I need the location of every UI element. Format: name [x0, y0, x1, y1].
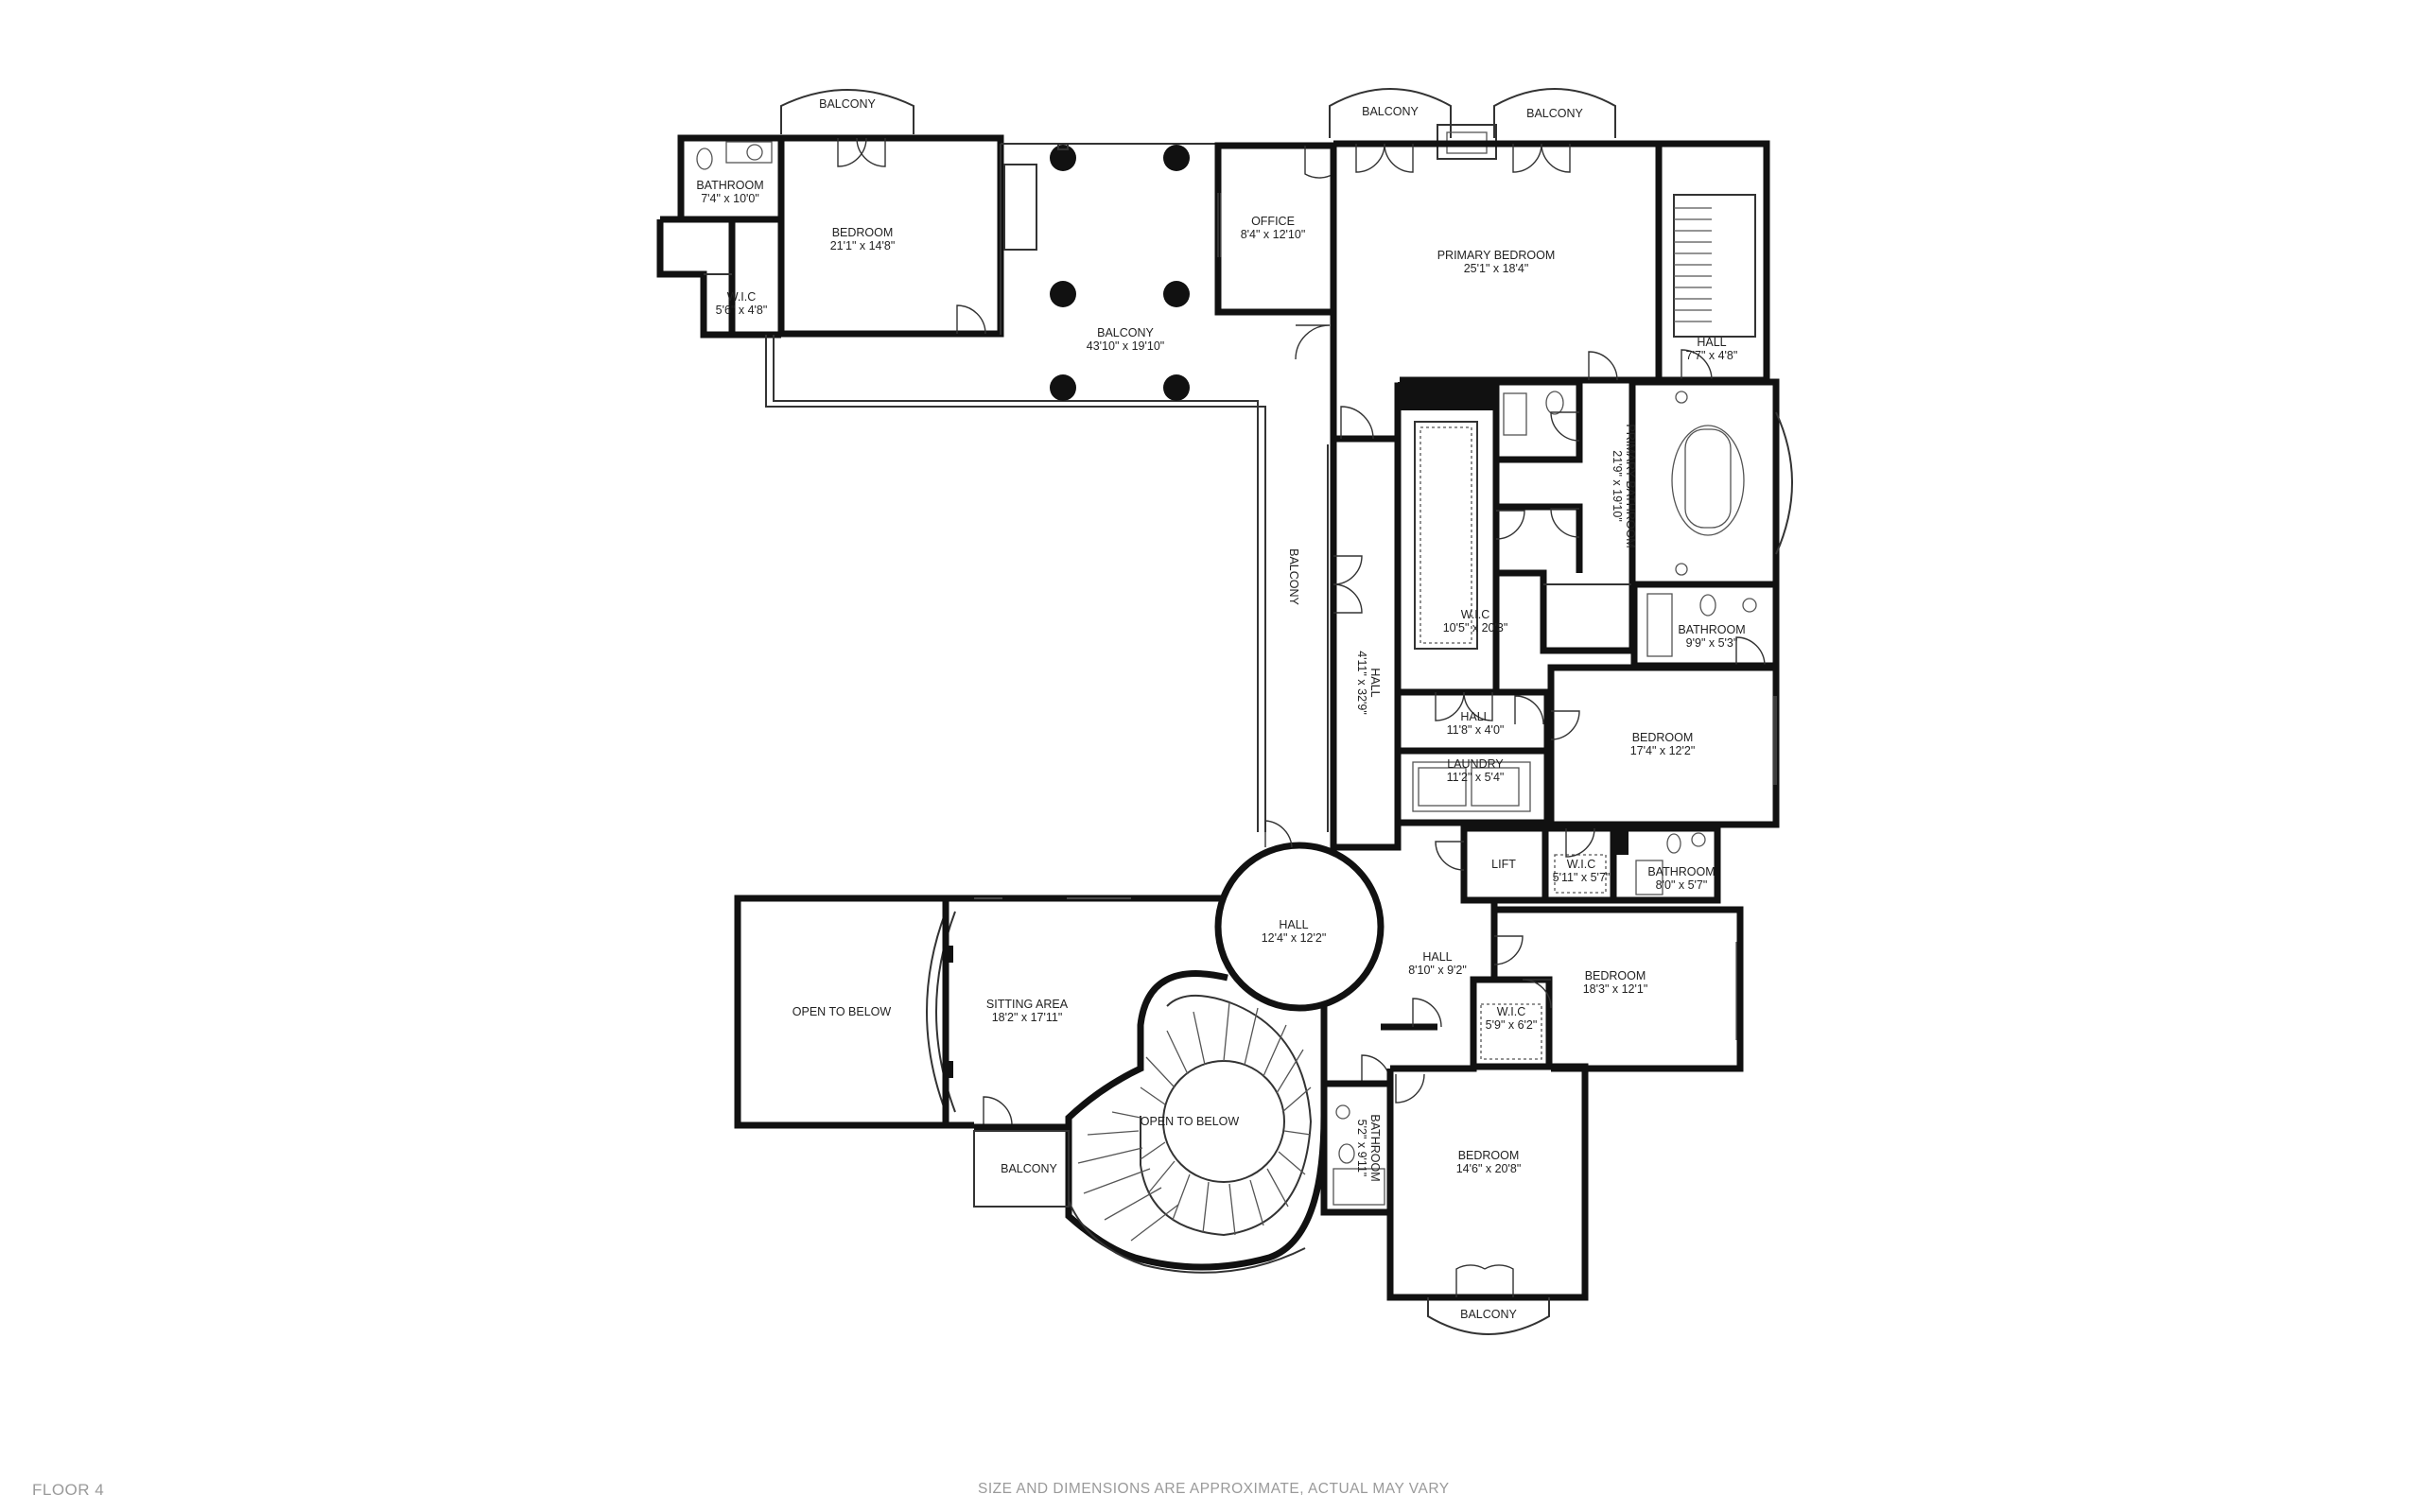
- laundry-dims: 11'2" x 5'4": [1447, 771, 1505, 784]
- wic-nw-dims: 5'6" x 4'8": [716, 304, 768, 317]
- balcony-side-label: BALCONY: [1287, 548, 1300, 605]
- main-balcony-walls: [765, 143, 1266, 832]
- sitting-area-walls: [734, 895, 1226, 1208]
- wic-primary-dims: 10'5" x 20'3": [1443, 621, 1508, 634]
- office-label: OFFICE: [1251, 215, 1295, 228]
- laundry-label: LAUNDRY: [1447, 757, 1504, 771]
- bathroom-e2-dims: 8'0" x 5'7": [1656, 878, 1708, 892]
- bathroom-e1-dims: 9'9" x 5'3": [1686, 636, 1738, 650]
- room-labels: BALCONY BATHROOM 7'4" x 10'0" BEDROOM 21…: [696, 97, 1745, 1321]
- hall-long-dims: 4'11" x 32'9": [1355, 651, 1368, 715]
- bathroom-s-label: BATHROOM: [1368, 1114, 1382, 1181]
- hall-round-dims: 12'4" x 12'2": [1262, 931, 1327, 945]
- sitting-area-label: SITTING AREA: [986, 998, 1069, 1011]
- primary-bedroom-label: PRIMARY BEDROOM: [1437, 249, 1556, 262]
- hall-mid-dims: 8'10" x 9'2": [1408, 964, 1467, 977]
- bathroom-e2-label: BATHROOM: [1647, 865, 1715, 878]
- wic-s-label: W.I.C: [1497, 1005, 1526, 1018]
- primary-bathroom-dims: 21'9" x 19'10": [1611, 450, 1624, 522]
- east-rooms-2-walls: [1435, 825, 1721, 904]
- hall-round-label: HALL: [1279, 918, 1308, 931]
- balcony-sw-label: BALCONY: [1001, 1162, 1057, 1175]
- balcony-bedroom-label: BALCONY: [819, 97, 876, 111]
- balcony-primary-2-label: BALCONY: [1526, 107, 1583, 120]
- office-dims: 8'4" x 12'10": [1241, 228, 1306, 241]
- bedroom-e1-dims: 17'4" x 12'2": [1630, 744, 1696, 757]
- wic-e-dims: 5'11" x 5'7": [1553, 871, 1611, 884]
- bathroom-s-dims: 5'2" x 9'11": [1355, 1120, 1368, 1177]
- balcony-main-dims: 43'10" x 19'10": [1087, 339, 1164, 353]
- hall-small-label: HALL: [1460, 710, 1489, 723]
- bedroom-e2-label: BEDROOM: [1585, 969, 1646, 982]
- east-rooms-1-walls: [1394, 581, 1780, 828]
- bedroom-e1-label: BEDROOM: [1632, 731, 1694, 744]
- hall-mid-label: HALL: [1422, 950, 1452, 964]
- hall-ne-label: HALL: [1697, 336, 1726, 349]
- bathroom-e1-label: BATHROOM: [1678, 623, 1745, 636]
- wic-e-label: W.I.C: [1567, 858, 1596, 871]
- hall-small-dims: 11'8" x 4'0": [1447, 723, 1505, 737]
- hall-long-label: HALL: [1368, 668, 1382, 697]
- sitting-area-dims: 18'2" x 17'11": [992, 1011, 1063, 1024]
- open-to-below-stair-label: OPEN TO BELOW: [1141, 1115, 1240, 1128]
- bedroom-s-label: BEDROOM: [1458, 1149, 1520, 1162]
- wic-primary-label: W.I.C: [1461, 608, 1490, 621]
- nw-wing-walls: [656, 89, 1037, 339]
- east-rooms-3-walls: [1381, 900, 1744, 1072]
- bedroom-s-dims: 14'6" x 20'8": [1456, 1162, 1522, 1175]
- primary-bedroom-dims: 25'1" x 18'4": [1464, 262, 1529, 275]
- balcony-s-label: BALCONY: [1460, 1308, 1517, 1321]
- balcony-main-label: BALCONY: [1097, 326, 1154, 339]
- wic-s-dims: 5'9" x 6'2": [1486, 1018, 1538, 1032]
- bathroom-nw-dims: 7'4" x 10'0": [701, 192, 759, 205]
- disclaimer: SIZE AND DIMENSIONS ARE APPROXIMATE, ACT…: [978, 1481, 1450, 1497]
- hall-ne-dims: 7'7" x 4'8": [1686, 349, 1738, 362]
- primary-bathroom-label: PRIMARY BATHROOM: [1624, 424, 1637, 547]
- open-to-below-w-label: OPEN TO BELOW: [792, 1005, 892, 1018]
- bedroom-e2-dims: 18'3" x 12'1": [1583, 982, 1648, 996]
- bathroom-nw-label: BATHROOM: [696, 179, 763, 192]
- round-hall-walls: [1065, 820, 1385, 1274]
- long-hall-walls: [1327, 406, 1402, 851]
- south-rooms-walls: [1320, 1012, 1589, 1335]
- balcony-primary-1-label: BALCONY: [1362, 105, 1419, 118]
- floor-label: FLOOR 4: [32, 1481, 105, 1499]
- bedroom-nw-dims: 21'1" x 14'8": [830, 239, 896, 252]
- office-walls: [1214, 142, 1337, 360]
- bedroom-nw-label: BEDROOM: [832, 226, 894, 239]
- wic-nw-label: W.I.C: [727, 290, 757, 304]
- lift-label: LIFT: [1491, 858, 1516, 871]
